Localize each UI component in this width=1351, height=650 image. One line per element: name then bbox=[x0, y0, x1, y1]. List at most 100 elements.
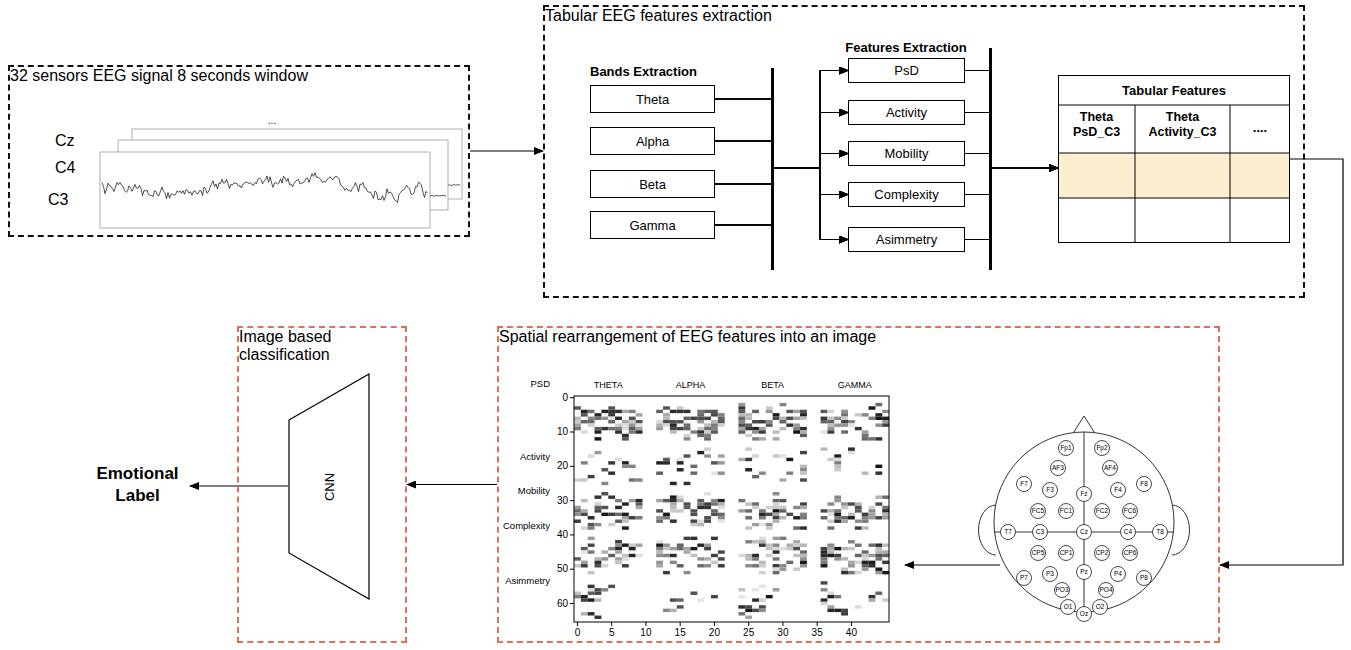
pixel bbox=[780, 478, 787, 481]
cnn-trapezoid: CNN bbox=[288, 373, 370, 600]
pixel bbox=[663, 543, 670, 546]
pixel bbox=[697, 543, 704, 546]
pixel bbox=[786, 513, 793, 516]
pixel bbox=[608, 461, 615, 464]
pixel bbox=[862, 557, 869, 560]
electrode-label: F3 bbox=[1046, 486, 1054, 494]
pixel bbox=[800, 427, 807, 430]
pixel bbox=[738, 595, 745, 598]
pixel bbox=[848, 513, 855, 516]
pixel bbox=[821, 420, 828, 423]
pixel bbox=[766, 543, 773, 546]
pixel bbox=[827, 526, 834, 529]
axis-tick: 5 bbox=[609, 627, 615, 639]
tick bbox=[570, 603, 574, 604]
pixel bbox=[745, 413, 752, 416]
pixel bbox=[608, 410, 615, 413]
pixel bbox=[800, 506, 807, 509]
electrode-label: CP1 bbox=[1060, 549, 1073, 557]
pixel bbox=[622, 437, 629, 440]
pixel bbox=[629, 478, 636, 481]
axis-tick: 40 bbox=[557, 529, 568, 541]
pixel bbox=[663, 406, 670, 409]
pixel bbox=[670, 598, 677, 601]
tick bbox=[570, 534, 574, 535]
pixel bbox=[574, 417, 581, 420]
input-panel: 32 sensors EEG signal 8 seconds window bbox=[8, 65, 470, 237]
pixel bbox=[821, 430, 828, 433]
electrode-label: Fz bbox=[1080, 490, 1087, 498]
pixel bbox=[827, 502, 834, 505]
pixel bbox=[663, 413, 670, 416]
pixel bbox=[615, 506, 622, 509]
pixel bbox=[869, 564, 876, 567]
pixel bbox=[752, 437, 759, 440]
pixel bbox=[834, 468, 841, 471]
pixel bbox=[855, 554, 862, 557]
pixel bbox=[608, 495, 615, 498]
electrode-label: T7 bbox=[1004, 528, 1012, 536]
pixel bbox=[588, 475, 595, 478]
pixel bbox=[855, 605, 862, 608]
pixel bbox=[821, 547, 828, 550]
pixel bbox=[841, 612, 848, 615]
pixel bbox=[800, 434, 807, 437]
pixel bbox=[622, 564, 629, 567]
electrode-label: AF4 bbox=[1104, 464, 1116, 472]
connector bbox=[715, 168, 848, 240]
pixel bbox=[718, 516, 725, 519]
axis-tick: 30 bbox=[557, 495, 568, 507]
pixel bbox=[636, 413, 643, 416]
pixel bbox=[821, 602, 828, 605]
pixel bbox=[663, 420, 670, 423]
electrode bbox=[1031, 546, 1046, 561]
pixel bbox=[827, 519, 834, 522]
pixel bbox=[738, 554, 745, 557]
pixel bbox=[773, 537, 780, 540]
pixel bbox=[718, 550, 725, 553]
feature-image bbox=[574, 403, 889, 619]
axis-tick: 30 bbox=[777, 627, 788, 639]
connector bbox=[965, 168, 1058, 195]
connector bbox=[715, 154, 848, 226]
electrode bbox=[1051, 461, 1066, 476]
pixel bbox=[615, 513, 622, 516]
pixel bbox=[574, 513, 581, 516]
pixel bbox=[848, 451, 855, 454]
pixel bbox=[834, 595, 841, 598]
pixel bbox=[800, 410, 807, 413]
pixel bbox=[793, 547, 800, 550]
node-text: Emotional Label bbox=[85, 463, 190, 507]
electrode bbox=[1077, 487, 1092, 502]
electrode-label: CP6 bbox=[1124, 549, 1137, 557]
pixel bbox=[636, 499, 643, 502]
electrode bbox=[1059, 546, 1074, 561]
pixel bbox=[636, 506, 643, 509]
pixel bbox=[766, 554, 773, 557]
pixel bbox=[827, 547, 834, 550]
eeg-trace bbox=[102, 173, 428, 203]
pixel bbox=[697, 427, 704, 430]
pixel bbox=[800, 468, 807, 471]
head-map bbox=[979, 416, 1190, 612]
panel-title: Tabular Features bbox=[1059, 76, 1289, 105]
pixel bbox=[697, 523, 704, 526]
pixel bbox=[793, 427, 800, 430]
pixel bbox=[684, 427, 691, 430]
pixel bbox=[848, 447, 855, 450]
pixel bbox=[608, 523, 615, 526]
pixel bbox=[711, 561, 718, 564]
pixel bbox=[718, 557, 725, 560]
pixel bbox=[793, 526, 800, 529]
pixel bbox=[745, 423, 752, 426]
pixel bbox=[738, 417, 745, 420]
pixel bbox=[670, 482, 677, 485]
pixel bbox=[773, 413, 780, 416]
pixel bbox=[786, 543, 793, 546]
pixel bbox=[780, 564, 787, 567]
pixel bbox=[697, 564, 704, 567]
pixel bbox=[684, 550, 691, 553]
pixel bbox=[875, 568, 882, 571]
pixel bbox=[690, 592, 697, 595]
pixel bbox=[670, 502, 677, 505]
